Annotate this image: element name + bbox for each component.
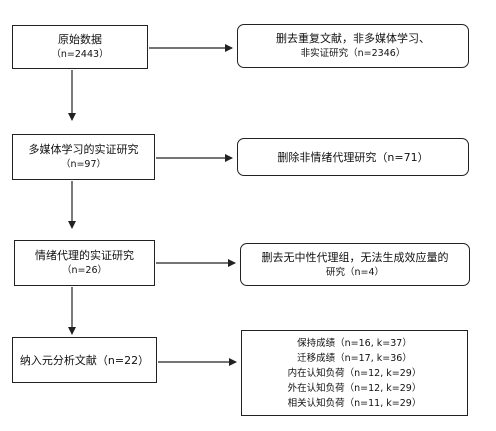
exclusion-non-emotional-line1: 删除非情绪代理研究（n=71） bbox=[277, 150, 429, 164]
step-multimedia-studies-count: （n=97） bbox=[60, 159, 107, 170]
step-raw-data: 原始数据 （n=2443） bbox=[12, 25, 148, 69]
step-multimedia-studies-title: 多媒体学习的实证研究 bbox=[28, 143, 139, 156]
exclusion-duplicates-line1: 删去重复文献，非多媒体学习、 bbox=[276, 32, 430, 45]
step-emotional-agent-studies-title: 情绪代理的实证研究 bbox=[35, 249, 134, 262]
outcome-transfer: 迁移成绩（n=17, k=36） bbox=[297, 352, 412, 364]
step-multimedia-studies: 多媒体学习的实证研究 （n=97） bbox=[12, 134, 155, 180]
exclusion-no-neutral-group-line1: 删去无中性代理组，无法生成效应量的 bbox=[261, 250, 449, 264]
exclusion-duplicates: 删去重复文献，非多媒体学习、 非实证研究（n=2346） bbox=[237, 24, 469, 68]
step-meta-analysis-included-title: 纳入元分析文献（n=22） bbox=[19, 353, 150, 367]
step-raw-data-title: 原始数据 bbox=[58, 33, 102, 46]
exclusion-no-neutral-group: 删去无中性代理组，无法生成效应量的 研究（n=4） bbox=[240, 243, 470, 286]
step-emotional-agent-studies: 情绪代理的实证研究 （n=26） bbox=[14, 240, 155, 286]
step-meta-analysis-included: 纳入元分析文献（n=22） bbox=[12, 337, 157, 383]
outcome-germane-load: 相关认知负荷（n=11, k=29） bbox=[287, 397, 422, 409]
outcome-retention: 保持成绩（n=16, k=37） bbox=[297, 337, 412, 349]
step-raw-data-count: （n=2443） bbox=[51, 49, 109, 60]
exclusion-non-emotional: 删除非情绪代理研究（n=71） bbox=[237, 138, 469, 176]
exclusion-duplicates-line2: 非实证研究（n=2346） bbox=[300, 48, 406, 59]
outcome-extraneous-load: 外在认知负荷（n=12, k=29） bbox=[287, 382, 422, 394]
step-emotional-agent-studies-count: （n=26） bbox=[61, 265, 108, 276]
outcomes-box: 保持成绩（n=16, k=37） 迁移成绩（n=17, k=36） 内在认知负荷… bbox=[241, 330, 468, 416]
exclusion-no-neutral-group-line2: 研究（n=4） bbox=[325, 266, 385, 278]
outcome-intrinsic-load: 内在认知负荷（n=12, k=29） bbox=[287, 367, 422, 379]
